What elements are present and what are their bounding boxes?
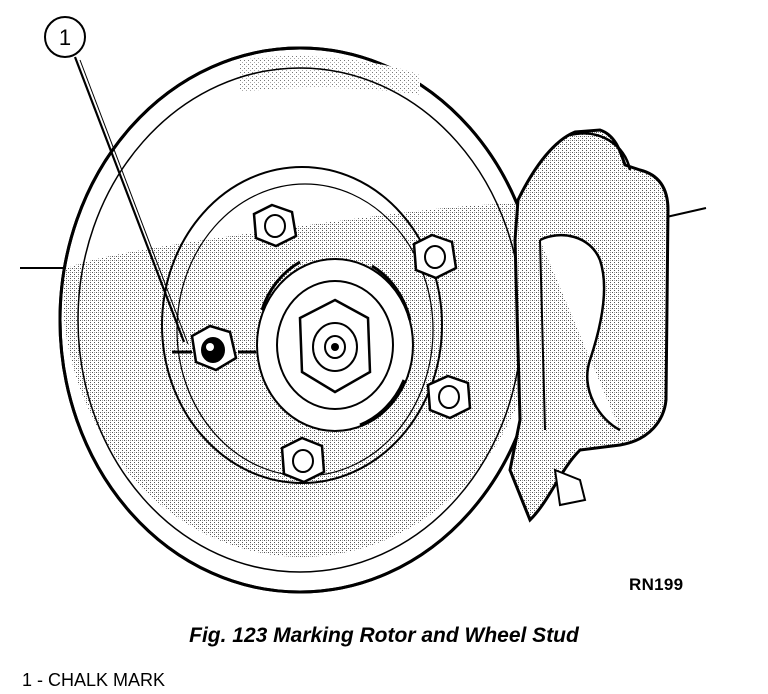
brake-caliper (508, 128, 670, 523)
lug-nut-bottom (280, 436, 326, 484)
figure-caption: Fig. 123 Marking Rotor and Wheel Stud (189, 624, 579, 647)
hub-flange (256, 258, 414, 432)
lug-nut-upper-right (412, 233, 458, 280)
callout-number: 1 (59, 25, 71, 50)
callout-leader (73, 56, 186, 343)
lug-nut-top (252, 203, 298, 248)
lug-nut-marked (190, 324, 238, 372)
lug-nut-lower-right (426, 374, 472, 420)
brake-rotor-illustration: 1 (20, 16, 707, 594)
drawing-code: RN199 (629, 575, 684, 594)
legend-item-1: 1 - CHALK MARK (22, 670, 166, 690)
callout-1: 1 (44, 16, 189, 345)
